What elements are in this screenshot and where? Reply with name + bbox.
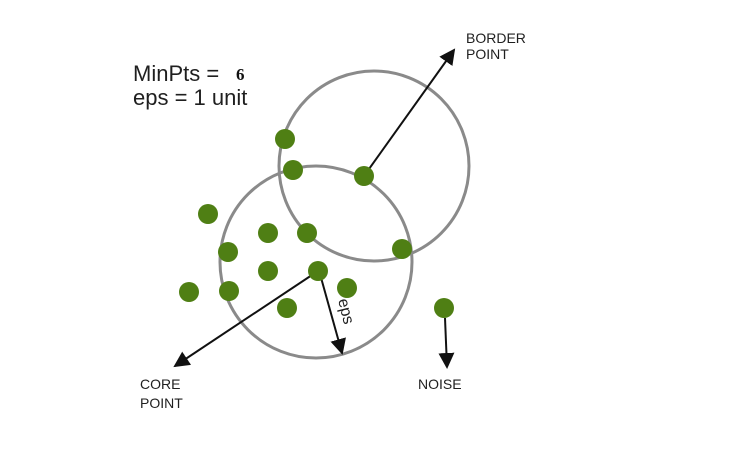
data-point <box>275 129 295 149</box>
data-point <box>283 160 303 180</box>
eps-radius-arrow <box>319 273 346 355</box>
eps-label: eps <box>334 297 357 326</box>
data-point <box>218 242 238 262</box>
data-point <box>337 278 357 298</box>
data-point <box>297 223 317 243</box>
data-point <box>198 204 218 224</box>
noise-arrow <box>438 317 455 369</box>
noise-point <box>434 298 454 318</box>
border-point-arrow <box>363 48 456 177</box>
data-point <box>258 223 278 243</box>
data-point <box>179 282 199 302</box>
core-point-label-line2: POINT <box>140 395 183 411</box>
noise-label: NOISE <box>418 376 462 392</box>
core-point-arrow <box>173 270 319 368</box>
border-point <box>354 166 374 186</box>
data-point <box>392 239 412 259</box>
eps-setting-label: eps = 1 unit <box>133 85 247 110</box>
core-neighborhood-circle <box>218 164 414 360</box>
data-points <box>179 129 454 318</box>
core-point-label-line1: CORE <box>140 376 180 392</box>
data-point <box>219 281 239 301</box>
minpts-value: 6 <box>236 65 245 84</box>
data-point <box>277 298 297 318</box>
border-point-label-line2: POINT <box>466 46 509 62</box>
border-point-label-line1: BORDER <box>466 30 526 46</box>
core-point <box>308 261 328 281</box>
border-neighborhood-circle <box>277 69 471 263</box>
minpts-label: MinPts = <box>133 61 219 86</box>
data-point <box>258 261 278 281</box>
